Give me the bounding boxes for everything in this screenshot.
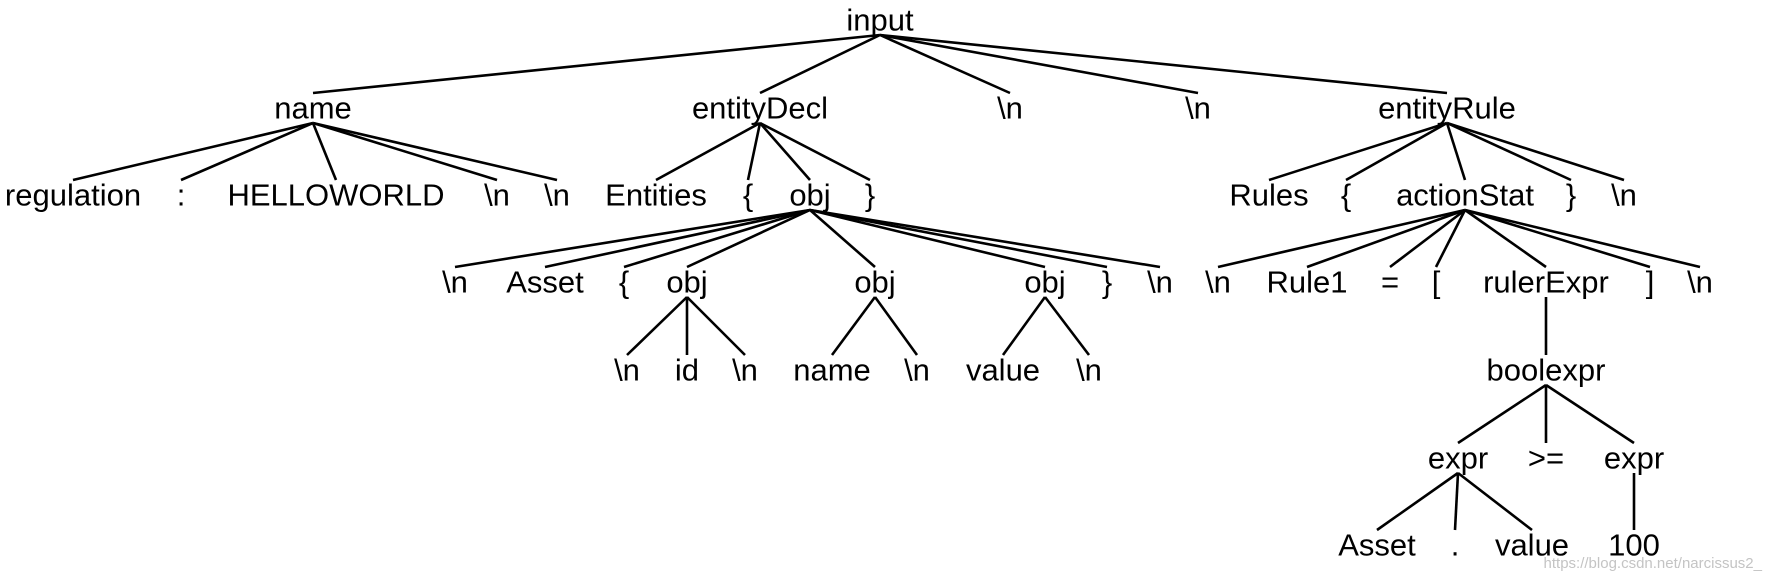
tree-edge: [1306, 208, 1466, 269]
tree-node-newline: \n: [1076, 353, 1102, 388]
tree-node-newline: \n: [1185, 91, 1211, 126]
tree-edge: [1389, 208, 1466, 269]
tree-node-entities: Entities: [605, 178, 707, 213]
tree-node-lbrace: {: [619, 265, 629, 300]
tree-node-newline: \n: [1687, 265, 1713, 300]
tree-edge: [312, 121, 498, 182]
tree-node-obj: obj: [789, 178, 830, 213]
tree-edge: [809, 208, 1161, 269]
tree-node-rulerexpr: rulerExpr: [1483, 265, 1609, 300]
tree-node-entityrule: entityRule: [1378, 91, 1516, 126]
tree-edge: [180, 121, 314, 182]
tree-nodes: input name regulation: HELLOWORLD \n \n entity…: [5, 3, 1713, 563]
tree-edge: [1043, 296, 1091, 356]
tree-edge: [655, 121, 761, 182]
tree-edge: [1446, 121, 1572, 182]
tree-node-newline: \n: [544, 178, 570, 213]
tree-edge: [879, 33, 1199, 95]
tree-node-gte: >=: [1528, 441, 1564, 476]
tree-edge: [1345, 121, 1448, 182]
tree-edge: [1457, 471, 1533, 532]
tree-node-rule1: Rule1: [1267, 265, 1348, 300]
tree-edge: [1446, 121, 1625, 182]
tree-edge: [311, 122, 338, 181]
tree-node-rules: Rules: [1229, 178, 1308, 213]
tree-edge: [746, 122, 762, 181]
tree-node-colon: :: [177, 178, 186, 213]
tree-edges: [72, 33, 1701, 532]
tree-edge: [1217, 208, 1466, 269]
tree-edge: [1457, 383, 1547, 445]
tree-edge: [759, 122, 811, 181]
tree-node-newline: \n: [904, 353, 930, 388]
tree-edge: [686, 296, 746, 356]
tree-node-equals: =: [1381, 265, 1399, 300]
tree-node-input: input: [846, 3, 914, 38]
tree-node-entitydecl: entityDecl: [692, 91, 828, 126]
tree-node-rbracket: ]: [1646, 265, 1655, 300]
tree-edge: [879, 33, 1448, 95]
tree-edge: [1376, 471, 1459, 532]
tree-node-id: id: [675, 353, 699, 388]
tree-node-newline: \n: [1147, 265, 1173, 300]
tree-node-obj: obj: [854, 265, 895, 300]
tree-node-dot: .: [1451, 528, 1460, 563]
tree-node-rbrace: }: [1102, 265, 1112, 300]
watermark: https://blog.csdn.net/narcissus2_: [1544, 555, 1763, 572]
tree-node-asset: Asset: [506, 265, 584, 300]
tree-edge: [830, 296, 877, 356]
tree-node-expr: expr: [1428, 441, 1488, 476]
tree-edge: [1453, 472, 1460, 531]
tree-node-newline: \n: [732, 353, 758, 388]
tree-node-newline: \n: [614, 353, 640, 388]
tree-edge: [686, 208, 811, 269]
tree-node-100: 100: [1608, 528, 1660, 563]
tree-node-lbrace: {: [743, 178, 753, 213]
tree-edge: [626, 296, 688, 356]
tree-node-obj: obj: [1024, 265, 1065, 300]
tree-edge: [809, 208, 1108, 269]
tree-node-regulation: regulation: [5, 178, 141, 213]
tree-edge: [72, 121, 314, 182]
tree-edge: [759, 121, 871, 182]
tree-edge: [1445, 122, 1467, 181]
tree-node-helloworld: HELLOWORLD: [227, 178, 444, 213]
tree-edge: [1268, 121, 1448, 182]
tree-node-value: value: [1495, 528, 1569, 563]
tree-edge: [873, 296, 919, 356]
tree-node-newline: \n: [1205, 265, 1231, 300]
tree-edge: [1464, 208, 1701, 269]
tree-edge: [312, 121, 558, 182]
tree-node-newline: \n: [484, 178, 510, 213]
tree-edge: [1434, 209, 1467, 268]
tree-node-newline: \n: [997, 91, 1023, 126]
tree-edge: [1464, 208, 1651, 269]
tree-node-newline: \n: [442, 265, 468, 300]
tree-node-newline: \n: [1611, 178, 1637, 213]
tree-node-expr: expr: [1604, 441, 1664, 476]
tree-edge: [809, 209, 876, 268]
tree-edge: [1001, 296, 1047, 356]
tree-node-lbrace: {: [1341, 178, 1351, 213]
tree-node-rbrace: }: [1566, 178, 1576, 213]
tree-node-boolexpr: boolexpr: [1487, 353, 1606, 388]
tree-edge: [623, 208, 811, 269]
tree-edge: [879, 33, 1011, 95]
tree-node-rbrace: }: [865, 178, 875, 213]
tree-node-lbracket: [: [1432, 265, 1441, 300]
tree-edge: [1464, 208, 1547, 269]
tree-edge: [454, 208, 811, 269]
tree-edge: [312, 33, 881, 95]
tree-edge: [809, 208, 1046, 269]
tree-node-asset: Asset: [1338, 528, 1416, 563]
tree-edge: [1545, 383, 1635, 445]
tree-edge: [759, 33, 881, 95]
tree-edge: [544, 208, 811, 269]
tree-node-name: name: [274, 91, 352, 126]
tree-node-value: value: [966, 353, 1040, 388]
tree-node-name: name: [793, 353, 871, 388]
tree-node-obj: obj: [666, 265, 707, 300]
tree-node-actionstat: actionStat: [1396, 178, 1534, 213]
